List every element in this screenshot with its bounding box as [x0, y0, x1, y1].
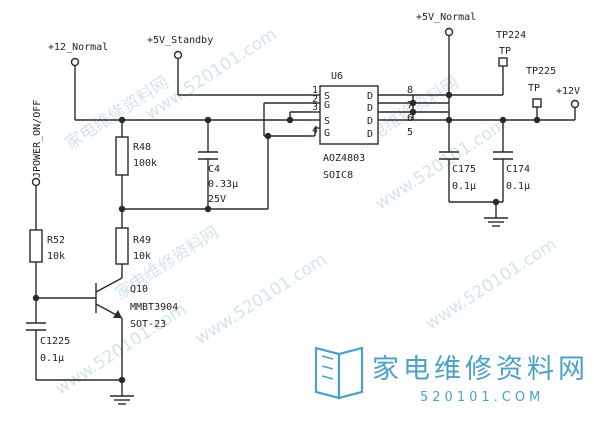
testpoint-icon — [498, 57, 508, 67]
net-jpower: JPOWER_ON/OFF — [31, 100, 43, 187]
capacitor-ref: C4 — [208, 164, 220, 175]
ic-part: AOZ4803 — [323, 153, 365, 164]
resistor-r52: R52 10k — [29, 229, 65, 263]
net-plus12-normal: +12_Normal — [48, 42, 108, 67]
ic-body — [319, 85, 379, 145]
transistor-part: MMBT3904 — [130, 302, 178, 313]
net-plus5v-standby: +5V_Standby — [147, 35, 213, 60]
ic-u6: U6 AOZ4803 SOIC8 1 2 3 4 S G S G 8 7 6 5… — [311, 71, 413, 181]
terminal-icon — [173, 50, 183, 60]
net-label-plus5v-normal: +5V_Normal — [416, 12, 476, 23]
capacitor-value: 0.1μ — [506, 181, 530, 192]
ic-pin-num: 6 — [407, 113, 413, 124]
capacitor-voltage: 25V — [208, 194, 226, 205]
testpoint-ref: TP224 — [496, 30, 526, 41]
ic-pin-name: D — [367, 116, 373, 127]
capacitor-c4: C4 0.33μ 25V — [198, 151, 238, 205]
ic-pin-name: D — [367, 91, 373, 102]
emitter-arrow-icon — [113, 310, 122, 318]
testpoint-tp225: TP225 TP — [526, 66, 556, 108]
watermark-url: www.520101.com — [192, 250, 331, 350]
resistor-value: 100k — [133, 158, 157, 169]
capacitor-c175: C175 0.1μ — [439, 151, 476, 192]
logo-text-cn: 家电维修资料网 — [372, 354, 589, 385]
ic-pin-name: D — [367, 103, 373, 114]
resistor-ref: R48 — [133, 142, 151, 153]
testpoint-icon — [532, 98, 542, 108]
junctions — [32, 91, 541, 384]
capacitor-ref: C1225 — [40, 336, 70, 347]
ground-drain-caps — [484, 217, 508, 227]
ic-ref: U6 — [331, 71, 343, 82]
background-watermark: 家电维修资料网 www.520101.com 家电维修资料网 www.52010… — [52, 25, 561, 400]
capacitor-value: 0.33μ — [208, 179, 238, 190]
watermark-url: www.520101.com — [422, 235, 561, 335]
testpoint-ref: TP225 — [526, 66, 556, 77]
capacitor-value: 0.1μ — [452, 181, 476, 192]
logo-text-url: 520101.COM — [420, 390, 544, 405]
ic-pin-name: S — [324, 91, 330, 102]
net-label-jpower: JPOWER_ON/OFF — [32, 100, 43, 178]
resistor-value: 10k — [133, 251, 151, 262]
resistor-ref: R49 — [133, 235, 151, 246]
transistor-ref: Q10 — [130, 284, 148, 295]
ic-pin-num: 7 — [407, 100, 413, 111]
watermark-url: www.520101.com — [52, 300, 191, 400]
ic-pin-name: S — [324, 116, 330, 127]
resistor-r49: R49 10k — [115, 227, 151, 265]
transistor-package: SOT-23 — [130, 319, 166, 330]
ic-pin-name: G — [324, 128, 330, 139]
net-label-plus12v: +12V — [556, 86, 580, 97]
terminal-icon — [31, 177, 41, 187]
ic-pin-num: 3 — [312, 102, 318, 113]
transistor-q10: Q10 MMBT3904 SOT-23 — [95, 277, 178, 330]
capacitor-ref: C175 — [452, 164, 476, 175]
resistor-icon — [29, 229, 43, 263]
capacitor-c1225: C1225 0.1μ — [26, 322, 70, 364]
testpoint-label: TP — [499, 46, 511, 57]
ic-pin-name: G — [324, 100, 330, 111]
ground-icon — [110, 395, 134, 405]
ic-pin-num: 1 — [312, 85, 318, 96]
net-label-plus5v-standby: +5V_Standby — [147, 35, 213, 46]
terminal-icon — [444, 27, 454, 37]
terminal-icon — [570, 99, 580, 109]
terminal-icon — [70, 57, 80, 67]
resistor-ref: R52 — [47, 235, 65, 246]
resistor-r48: R48 100k — [115, 136, 157, 176]
capacitor-c174: C174 0.1μ — [493, 151, 530, 192]
resistor-value: 10k — [47, 251, 65, 262]
ic-package: SOIC8 — [323, 170, 353, 181]
testpoint-tp224: TP224 TP — [496, 30, 526, 67]
resistor-icon — [115, 227, 129, 265]
net-label-plus12-normal: +12_Normal — [48, 42, 108, 53]
ic-pin-num: 8 — [407, 85, 413, 96]
net-plus5v-normal: +5V_Normal — [416, 12, 476, 37]
capacitor-ref: C174 — [506, 164, 530, 175]
ic-pin-num: 2 — [312, 94, 318, 105]
capacitor-value: 0.1μ — [40, 353, 64, 364]
ic-pin-num: 5 — [407, 127, 413, 138]
resistor-icon — [115, 136, 129, 176]
ground-q10 — [110, 395, 134, 405]
testpoint-label: TP — [528, 83, 540, 94]
ic-pin-name: D — [367, 129, 373, 140]
ground-icon — [484, 217, 508, 227]
net-plus12v: +12V — [556, 86, 580, 109]
watermark-logo: 家电维修资料网 520101.COM — [314, 346, 589, 405]
ic-pin-num: 4 — [312, 125, 318, 136]
book-logo-icon — [314, 346, 364, 400]
